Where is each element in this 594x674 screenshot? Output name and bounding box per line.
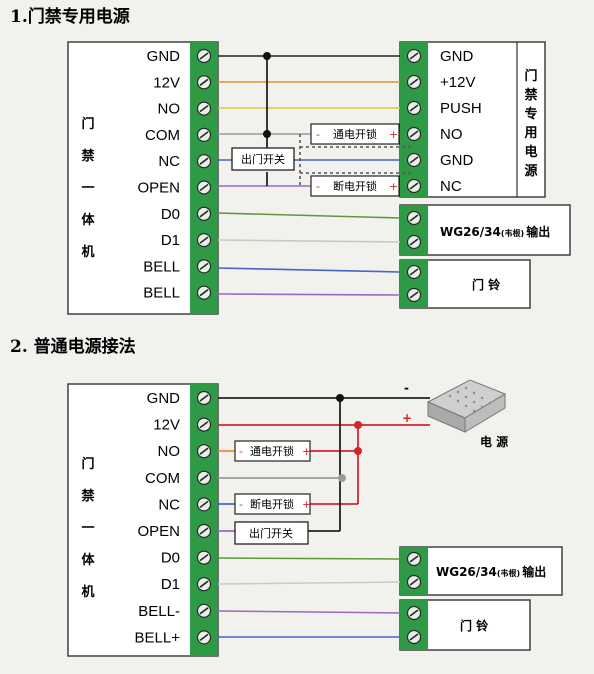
terminal-label: GND <box>440 152 474 169</box>
psu-plus-sign: + <box>402 411 412 425</box>
svg-text:-: - <box>239 498 243 511</box>
terminal-label: NO <box>158 443 181 460</box>
terminal-label: 12V <box>153 74 180 91</box>
terminal-label: GND <box>147 48 181 65</box>
svg-text:+: + <box>302 498 311 511</box>
wiegand-output-box-1 <box>399 204 571 256</box>
terminal-label: COM <box>145 127 180 144</box>
vertical-label-char: 门 <box>81 456 94 472</box>
svg-text:断电开锁: 断电开锁 <box>250 497 294 511</box>
terminal-label: NC <box>158 496 180 513</box>
power-supply-label: 电 源 <box>480 434 508 449</box>
vertical-label-char: 禁 <box>81 488 94 504</box>
vertical-label-char: 电 <box>524 144 537 160</box>
lock-off-power-1 <box>310 175 400 197</box>
vertical-label-char: 源 <box>524 163 537 179</box>
psu-minus-sign: - <box>404 381 409 395</box>
terminal-label: NO <box>440 126 463 143</box>
psu-terminals: GND +12V PUSH NO GND NC <box>406 48 482 195</box>
wiegand-label-2: WG26/34(韦根)输出 <box>436 564 546 579</box>
terminal-label: +12V <box>440 74 475 91</box>
vertical-label-char: 机 <box>81 584 94 600</box>
terminal-label: 12V <box>153 417 180 434</box>
svg-text:-: - <box>239 445 243 458</box>
vertical-label-char: 禁 <box>524 87 537 103</box>
svg-text:+: + <box>302 445 311 458</box>
vertical-label-char: 门 <box>524 68 537 84</box>
lock-on-power-1 <box>310 123 400 145</box>
vertical-label-char: 一 <box>81 521 94 536</box>
terminal-label: D0 <box>161 550 180 567</box>
exit-switch-1 <box>231 147 295 171</box>
terminal-label: NC <box>158 153 180 170</box>
vertical-label-char: 体 <box>81 552 95 568</box>
section2-wires <box>217 397 430 638</box>
terminal-label: D0 <box>161 206 180 223</box>
exit-switch-2 <box>234 521 309 545</box>
terminal-label: GND <box>147 390 181 407</box>
svg-text:+: + <box>389 180 398 193</box>
terminal-label: D1 <box>161 232 180 249</box>
svg-text:出门开关: 出门开关 <box>241 152 285 166</box>
svg-text:通电开锁: 通电开锁 <box>333 127 377 141</box>
terminal-label: PUSH <box>440 100 482 117</box>
terminal-label: BELL <box>143 285 180 302</box>
psu-terminal-strip <box>400 42 428 197</box>
wiegand-label-1: WG26/34(韦根)输出 <box>440 224 550 239</box>
terminal-label: D1 <box>161 576 180 593</box>
doorbell-label-1: 门 铃 <box>472 277 501 292</box>
svg-text:通电开锁: 通电开锁 <box>250 444 294 458</box>
svg-text:-: - <box>316 180 320 193</box>
vertical-label-char: 体 <box>81 212 95 228</box>
section1-title: 1.门禁专用电源 <box>10 6 130 27</box>
terminal-label: BELL- <box>138 603 180 620</box>
svg-text:+: + <box>389 128 398 141</box>
psu-label: 门禁专用电源 <box>523 68 537 179</box>
section2-title: 2. 普通电源接法 <box>10 336 136 357</box>
lock-on-power-2 <box>234 440 311 462</box>
terminal-label: COM <box>145 470 180 487</box>
svg-text:断电开锁: 断电开锁 <box>333 179 377 193</box>
terminal-label: BELL+ <box>135 629 181 646</box>
power-supply-unit <box>426 379 507 433</box>
vertical-label-char: 一 <box>81 181 94 196</box>
terminal-label: BELL <box>143 258 180 275</box>
vertical-label-char: 用 <box>523 126 537 141</box>
terminal-label: OPEN <box>137 523 180 540</box>
vertical-label-char: 专 <box>524 106 537 122</box>
terminal-label: NO <box>158 101 181 118</box>
svg-text:-: - <box>316 128 320 141</box>
vertical-label-char: 禁 <box>81 148 94 164</box>
terminal-label: OPEN <box>137 180 180 197</box>
vertical-label-char: 门 <box>81 116 94 132</box>
svg-text:出门开关: 出门开关 <box>249 526 293 540</box>
lock-off-power-2 <box>234 493 311 515</box>
terminal-label: GND <box>440 48 474 65</box>
terminal-label: NC <box>440 178 462 195</box>
vertical-label-char: 机 <box>81 244 94 260</box>
doorbell-label-2: 门 铃 <box>460 618 489 633</box>
